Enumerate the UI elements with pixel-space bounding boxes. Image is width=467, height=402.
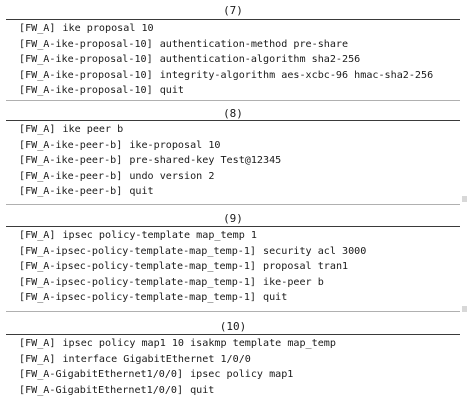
cli-prompt: [FW_A] xyxy=(19,124,56,135)
cli-command: ike proposal 10 xyxy=(62,23,154,34)
cli-command: interface GigabitEthernet 1/0/0 xyxy=(62,353,251,365)
cli-prompt: [FW_A] xyxy=(19,23,56,34)
cli-prompt: [FW_A-ipsec-policy-template-map_temp-1] xyxy=(19,261,257,272)
cli-command: security acl 3000 xyxy=(263,245,367,257)
section-8-bottom-rule xyxy=(6,204,460,205)
cli-prompt: [FW_A-ipsec-policy-template-map_temp-1] xyxy=(19,245,257,257)
command-line: [FW_A-ipsec-policy-template-map_temp-1] i… xyxy=(19,275,457,291)
command-line: [FW_A-ike-peer-b] ike-proposal 10 xyxy=(19,138,457,154)
cli-command: quit xyxy=(159,85,185,96)
cli-command: ipsec policy map1 xyxy=(190,369,294,380)
cli-prompt: [FW_A-ike-peer-b] xyxy=(19,155,123,166)
command-line: [FW_A-GigabitEthernet1/0/0] quit xyxy=(19,383,457,399)
command-line: [FW_A-ike-proposal-10] authentication-met… xyxy=(19,37,457,53)
cli-prompt: [FW_A-ike-peer-b] xyxy=(19,186,123,197)
section-7-top-rule xyxy=(6,19,460,20)
command-line: [FW_A] ike proposal 10 xyxy=(19,21,457,37)
cli-prompt: [FW_A-ipsec-policy-template-map_temp-1] xyxy=(19,292,257,303)
section-7-bottom-rule xyxy=(6,100,460,101)
cli-command: ike-proposal 10 xyxy=(129,139,221,151)
section-9-bottom-rule xyxy=(6,311,460,312)
command-line: [FW_A-ike-proposal-10] integrity-algorith… xyxy=(19,68,457,84)
section-9-title: (9) xyxy=(223,212,243,225)
section-10-top-rule xyxy=(6,334,460,335)
command-line: [FW_A] ipsec policy map1 10 isakmp templa… xyxy=(19,336,457,352)
section-8-top-rule xyxy=(6,120,460,121)
cli-prompt: [FW_A] xyxy=(19,230,56,241)
cli-prompt: [FW_A-ike-proposal-10] xyxy=(19,38,153,50)
section-8-lines: [FW_A] ike peer b [FW_A-ike-peer-b] ike-pr… xyxy=(19,122,457,200)
cli-command: authentication-method pre-share xyxy=(159,38,349,50)
command-line: [FW_A] interface GigabitEthernet 1/0/0 xyxy=(19,352,457,368)
command-line: [FW_A-ike-peer-b] quit xyxy=(19,184,457,200)
cli-command: quit xyxy=(190,384,215,396)
cli-command: ike-peer b xyxy=(263,276,324,288)
cli-command: authentication-algorithm sha2-256 xyxy=(159,54,361,65)
command-line: [FW_A-ipsec-policy-template-map_temp-1] q… xyxy=(19,290,457,306)
section-7-title: (7) xyxy=(223,4,243,17)
command-line: [FW_A-ike-peer-b] undo version 2 xyxy=(19,169,457,185)
command-line: [FW_A-ipsec-policy-template-map_temp-1] p… xyxy=(19,259,457,275)
cli-command: proposal tran1 xyxy=(263,261,349,272)
command-line: [FW_A] ipsec policy-template map_temp 1 xyxy=(19,228,457,244)
command-line: [FW_A] ike peer b xyxy=(19,122,457,138)
command-line: [FW_A-ike-peer-b] pre-shared-key Test@123… xyxy=(19,153,457,169)
section-10-title: (10) xyxy=(219,320,247,333)
cli-command: pre-shared-key Test@12345 xyxy=(129,155,282,166)
section-10-lines: [FW_A] ipsec policy map1 10 isakmp templa… xyxy=(19,336,457,398)
cli-prompt: [FW_A-ike-proposal-10] xyxy=(19,54,153,65)
cli-command: ipsec policy map1 10 isakmp template map… xyxy=(62,338,336,349)
command-line: [FW_A-ipsec-policy-template-map_temp-1] s… xyxy=(19,244,457,260)
command-line: [FW_A-GigabitEthernet1/0/0] ipsec policy … xyxy=(19,367,457,383)
cli-prompt: [FW_A] xyxy=(19,338,56,349)
cli-prompt: [FW_A-GigabitEthernet1/0/0] xyxy=(19,369,184,380)
cli-command: ipsec policy-template map_temp 1 xyxy=(62,230,257,241)
cli-command: quit xyxy=(129,186,154,197)
cli-prompt: [FW_A-ipsec-policy-template-map_temp-1] xyxy=(19,276,257,288)
cli-prompt: [FW_A-GigabitEthernet1/0/0] xyxy=(19,384,184,396)
cli-command: undo version 2 xyxy=(129,170,215,182)
cli-prompt: [FW_A-ike-peer-b] xyxy=(19,139,123,151)
cli-command: quit xyxy=(263,292,288,303)
cli-prompt: [FW_A-ike-peer-b] xyxy=(19,170,123,182)
section-7-lines: [FW_A] ike proposal 10 [FW_A-ike-proposal… xyxy=(19,21,457,99)
section-9-top-rule xyxy=(6,226,460,227)
cli-prompt: [FW_A] xyxy=(19,353,56,365)
cli-prompt: [FW_A-ike-proposal-10] xyxy=(19,69,153,81)
cli-prompt: [FW_A-ike-proposal-10] xyxy=(19,85,153,96)
scroll-marker-upper xyxy=(462,196,467,202)
scroll-marker-lower xyxy=(462,306,467,312)
command-line: [FW_A-ike-proposal-10] authentication-alg… xyxy=(19,52,457,68)
section-8-title: (8) xyxy=(223,107,243,120)
cli-command: integrity-algorithm aes-xcbc-96 hmac-sha… xyxy=(159,69,434,81)
command-line: [FW_A-ike-proposal-10] quit xyxy=(19,83,457,99)
cli-command: ike peer b xyxy=(62,124,124,135)
section-9-lines: [FW_A] ipsec policy-template map_temp 1 [… xyxy=(19,228,457,306)
